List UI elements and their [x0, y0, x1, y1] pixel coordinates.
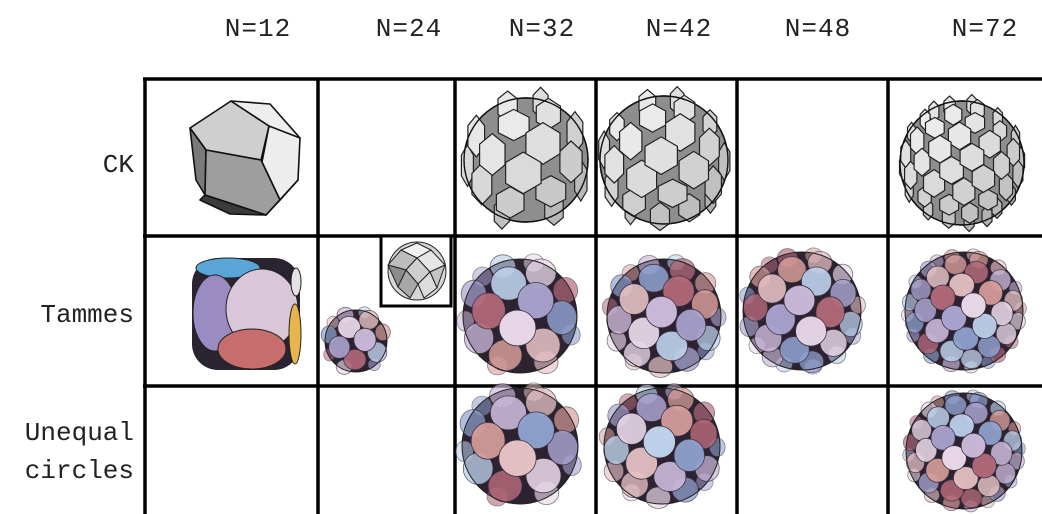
packed-circle [499, 440, 536, 476]
polyhedron-face [650, 202, 669, 230]
ck-n42-polyhedron [599, 87, 730, 231]
tammes-n48-circles [740, 248, 866, 374]
packed-circle [978, 475, 1000, 497]
tammes-n72-circles [902, 249, 1027, 373]
packed-circle [927, 407, 949, 429]
unequal-n42-circles [599, 384, 725, 509]
packed-circle [674, 439, 705, 471]
packed-circle [616, 413, 646, 444]
packed-circle [354, 328, 376, 351]
tammes-n32-circles [457, 254, 580, 375]
packed-circle [619, 284, 649, 315]
polyhedron-face [926, 117, 945, 138]
packed-circle [961, 433, 986, 458]
packed-circle [646, 296, 678, 327]
packed-circle [961, 293, 986, 318]
packed-circle [375, 324, 390, 341]
n24-inset-polyhedron [388, 242, 446, 300]
packed-circle [784, 285, 815, 315]
tammes-n12-circles [192, 258, 301, 370]
packed-circle [978, 335, 1001, 357]
polyhedron-face [994, 152, 1010, 180]
polyhedron-face [914, 148, 930, 176]
ck-n12-dodecahedron [190, 101, 300, 215]
unequal-n72-circles [903, 390, 1026, 512]
polyhedron-face [979, 189, 998, 210]
packed-circle [329, 336, 350, 358]
ck-n72-polyhedron [900, 95, 1025, 232]
packed-circle [676, 309, 706, 341]
tammes-n24-circles [321, 307, 390, 375]
packed-circle [758, 274, 787, 303]
unequal-n32-circles [456, 383, 582, 506]
packed-circle [499, 310, 536, 346]
ck-n32-polyhedron [461, 87, 588, 229]
tammes-n42-circles [602, 255, 726, 378]
packed-circle [796, 316, 827, 346]
packed-circle [643, 426, 675, 458]
